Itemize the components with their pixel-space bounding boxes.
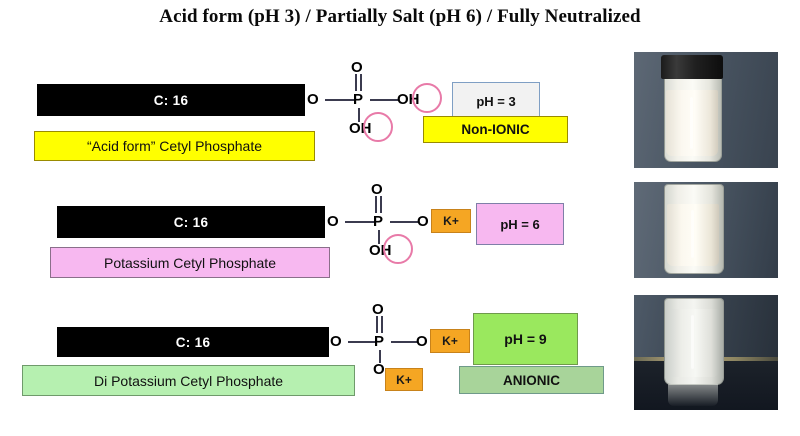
ph-value-box: pH = 3 [452, 82, 540, 120]
ester-bond [345, 221, 374, 223]
ionic-character-badge: Non-IONIC [423, 116, 568, 143]
phosphoryl-oxygen-atom: O [372, 301, 384, 318]
page-title: Acid form (pH 3) / Partially Salt (pH 6)… [159, 6, 641, 27]
phosphoryl-oxygen-atom: O [371, 181, 383, 198]
compound-name-box: Potassium Cetyl Phosphate [50, 247, 330, 278]
alkyl-chain-bar: C: 16 [37, 84, 305, 116]
potassium-counterion-2: K+ [385, 368, 423, 391]
compound-name-box: “Acid form” Cetyl Phosphate [34, 131, 315, 161]
bottom-hydroxyl-bond [378, 230, 380, 244]
bottom-oxygen-atom: O [373, 361, 385, 378]
double-bond-line-a [375, 196, 377, 213]
phosphorus-atom: P [373, 213, 384, 230]
alkyl-chain-bar: C: 16 [57, 206, 325, 238]
right-oxygen-bond [391, 341, 417, 343]
ester-oxygen-atom: O [330, 333, 342, 350]
bottom-hydroxyl-bond [358, 108, 360, 122]
bottom-oxygen-bond [379, 350, 381, 363]
compound-name-box: Di Potassium Cetyl Phosphate [22, 365, 355, 396]
right-oxygen-bond [390, 221, 418, 223]
double-bond-line-b [381, 316, 383, 333]
highlight-circle-right-oh [412, 83, 442, 113]
acid-form-sample-photo [634, 52, 778, 168]
double-bond-line-a [376, 316, 378, 333]
di-potassium-sample-photo [634, 295, 778, 410]
ph-value-box: pH = 9 [473, 313, 578, 365]
jar-glint [690, 97, 693, 149]
jar-glint [691, 210, 694, 258]
ester-bond [325, 99, 354, 101]
right-oxygen-atom: O [416, 333, 428, 350]
ph-value-box: pH = 6 [476, 203, 564, 245]
ester-bond [348, 341, 375, 343]
double-bond-line-b [380, 196, 382, 213]
potassium-counterion-1: K+ [430, 329, 470, 353]
jar-glint [691, 315, 694, 369]
phosphoryl-oxygen-atom: O [351, 59, 363, 76]
right-hydroxyl-bond [370, 99, 398, 101]
ionic-character-badge: ANIONIC [459, 366, 604, 394]
potassium-counterion: K+ [431, 209, 471, 233]
phosphorus-atom: P [374, 333, 385, 350]
alkyl-chain-bar: C: 16 [57, 327, 329, 357]
highlight-circle-bottom-oh [363, 112, 393, 142]
highlight-circle-bottom-oh [383, 234, 413, 264]
jar-reflection [668, 384, 718, 406]
ester-oxygen-atom: O [327, 213, 339, 230]
double-bond-line-a [355, 74, 357, 91]
ester-oxygen-atom: O [307, 91, 319, 108]
phosphorus-atom: P [353, 91, 364, 108]
jar-cap [661, 55, 723, 79]
double-bond-line-b [360, 74, 362, 91]
right-oxygen-atom: O [417, 213, 429, 230]
potassium-sample-photo [634, 182, 778, 278]
